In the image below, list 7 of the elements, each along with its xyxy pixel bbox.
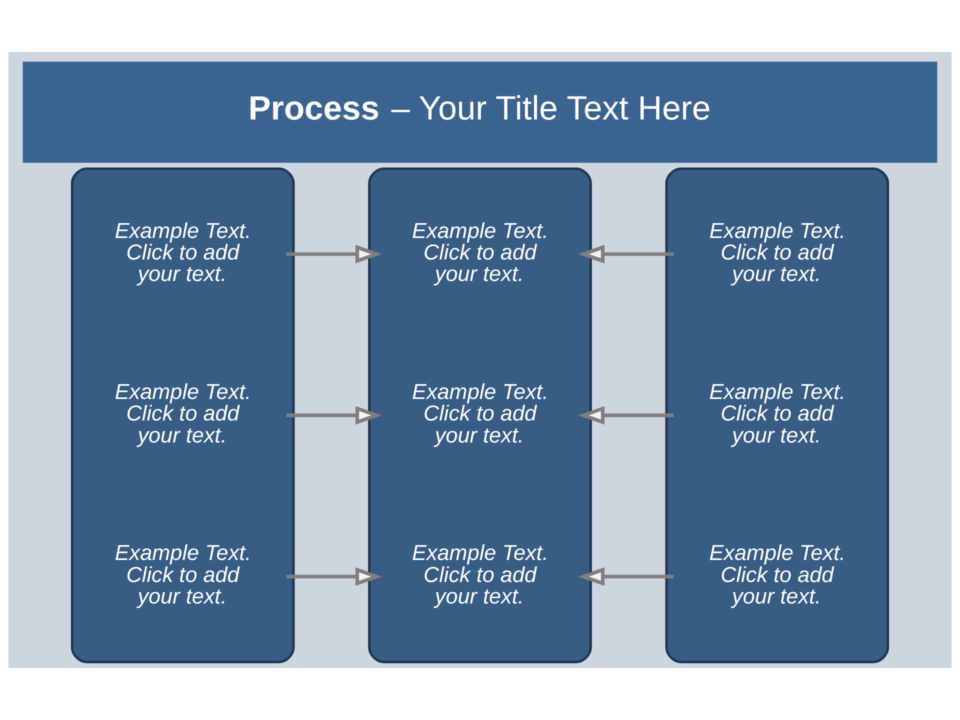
arrow [286,567,382,586]
arrow [286,244,382,264]
arrow [578,567,674,586]
diagram-title: Process – Your Title Text Here [248,90,711,128]
arrow [578,244,674,264]
arrow [578,406,674,425]
arrow [286,406,382,425]
